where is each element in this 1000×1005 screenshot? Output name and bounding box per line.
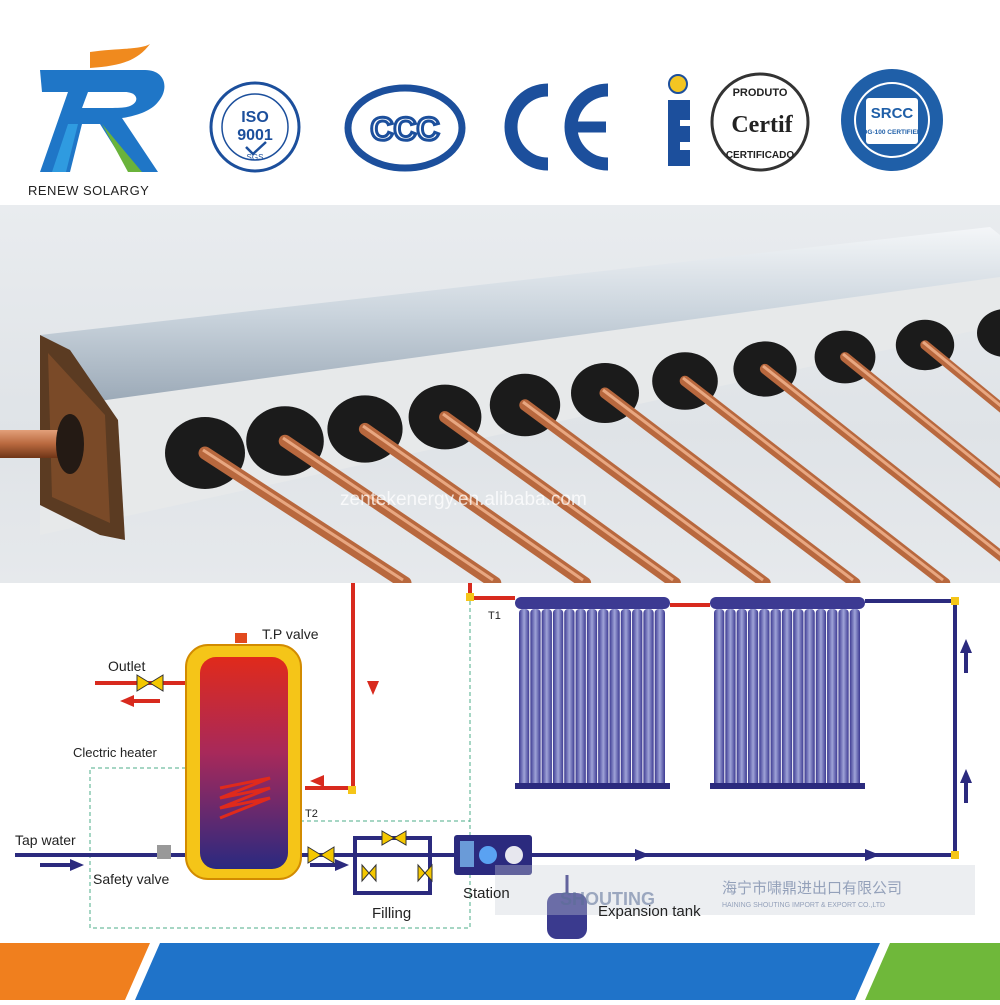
system-diagram-svg: SHOUTING 海宁市啸鼎进出口有限公司 HAINING SHOUTING I… [15,583,975,939]
vacuum-tube [541,609,552,787]
solar-collectors [515,597,865,789]
safety-valve-icon [157,845,171,859]
iso-9001-badge-icon: ISO 9001 SGS [209,81,301,173]
diagram-watermark-cn: 海宁市啸鼎进出口有限公司 [722,879,902,897]
copper-pipe-highlight [362,424,584,582]
certif-text: Certif [731,112,793,138]
ccc-text: CCC [370,111,439,147]
certificado-text: CERTIFICADO [726,150,795,161]
t1-label: T1 [488,610,501,622]
vacuum-tube [759,609,770,787]
vacuum-tube [770,609,781,787]
tap-water-label: Tap water [15,832,76,848]
vacuum-tube [575,609,586,787]
vacuum-tube [849,609,860,787]
t2-label: T2 [305,808,318,820]
copper-pipe-highlight [842,352,1000,483]
vacuum-tube [736,609,747,787]
header: RENEW SOLARGY ISO 9001 SGS CCC PRODUTO C… [0,0,1000,205]
socket-icon [977,309,1000,357]
vacuum-tube [586,609,598,787]
pump-station-icon [454,835,532,875]
vacuum-tube [793,609,804,787]
safety-valve-label: Safety valve [93,871,170,887]
vacuum-tube [643,609,654,787]
produto-text: PRODUTO [733,87,788,99]
brand-name: RENEW SOLARGY [28,183,150,198]
station-label: Station [463,885,510,902]
vacuum-tube [654,609,665,787]
footer-band [0,943,1000,1000]
vacuum-tube [725,609,736,787]
electric-heater-label: Clectric heater [73,745,157,760]
vacuum-tube [838,609,849,787]
hot-arrows [120,681,379,787]
copper-pipe-highlight [282,436,494,582]
photo-watermark: zentekenergy.en.alibaba.com [340,489,587,510]
vacuum-tube [781,609,793,787]
ccc-badge-icon: CCC [344,84,466,172]
sensor-lines [89,601,471,929]
iso-sgs: SGS [247,153,264,162]
copper-pipe-highlight [682,376,944,582]
collector-header [710,597,865,609]
vacuum-tube [827,609,838,787]
vacuum-tube [530,609,541,787]
vacuum-tube [815,609,827,787]
copper-pipe-highlight [762,364,1000,556]
outlet-label: Outlet [108,658,146,674]
system-diagram: SHOUTING 海宁市啸鼎进出口有限公司 HAINING SHOUTING I… [0,583,1000,943]
produto-certificado-icon: PRODUTO Certif CERTIFICADO [668,72,810,172]
copper-pipe-highlight [522,400,764,582]
manifold-photo [0,205,1000,583]
storage-tank [185,644,302,880]
diagram-watermark-en: HAINING SHOUTING IMPORT & EXPORT CO.,LTD [722,902,885,909]
vacuum-tube [552,609,564,787]
vacuum-tube [747,609,759,787]
srcc-text: SRCC [871,105,914,122]
filling-label: Filling [372,905,412,922]
vacuum-tube [609,609,620,787]
brand-logo-icon [40,44,165,172]
vacuum-tube [519,609,530,787]
expansion-tank-icon [547,875,587,939]
vacuum-tube [804,609,815,787]
vacuum-tube [632,609,643,787]
copper-pipe-highlight [922,340,1000,408]
copper-pipes [165,309,1000,583]
collector-header [515,597,670,609]
cold-arrows [40,639,972,871]
copper-pipe-highlight [202,448,404,582]
collector-frame [515,783,670,789]
collector-frame [710,783,865,789]
og100-text: OG-100 CERTIFIED [862,129,922,136]
copper-pipe-highlight [602,388,854,582]
diagram-watermark-brand: SHOUTING [560,889,655,909]
iso-number: 9001 [237,127,273,144]
footer-stripes [0,943,1000,1000]
copper-pipe-highlight [442,412,674,582]
tp-valve-label: T.P valve [262,626,319,642]
vacuum-tube [714,609,725,787]
iso-text: ISO [241,109,269,126]
srcc-badge-icon: SRCC OG-100 CERTIFIED [841,69,943,171]
vacuum-tube [564,609,575,787]
ce-mark-icon [504,83,609,171]
vacuum-tube [620,609,632,787]
expansion-tank-label: Expansion tank [598,903,701,920]
valves [136,633,433,883]
vacuum-tube [598,609,609,787]
